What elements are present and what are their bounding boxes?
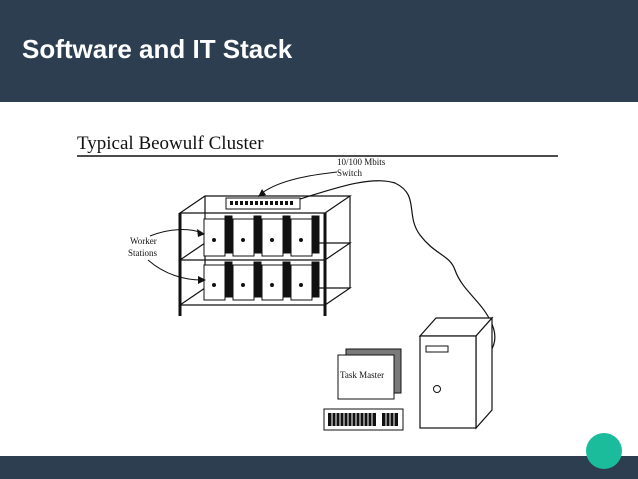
worker-tower <box>203 215 233 257</box>
worker-row-lower <box>203 261 320 301</box>
task-master-label: Task Master <box>340 370 384 380</box>
task-master-tower <box>418 316 494 430</box>
switch-label: 10/100 Mbits <box>337 157 386 167</box>
worker-row-upper <box>203 215 320 257</box>
worker-tower <box>261 261 291 301</box>
worker-tower <box>290 261 320 301</box>
worker-tower <box>290 215 320 257</box>
worker-label: Worker <box>130 236 157 246</box>
worker-tower <box>232 215 262 257</box>
switch-arrowhead <box>258 189 266 197</box>
slide-footer <box>0 456 638 479</box>
worker-arrowhead-lower <box>198 276 206 284</box>
worker-label-2: Stations <box>128 248 158 258</box>
diagram-title: Typical Beowulf Cluster <box>77 133 264 154</box>
slide-title: Software and IT Stack <box>22 34 293 64</box>
keyboard <box>323 408 404 431</box>
beowulf-cluster-diagram: Typical Beowulf Cluster 10/100 Mbits Swi… <box>77 133 558 431</box>
worker-arrow-lower <box>147 259 203 281</box>
worker-tower <box>232 261 262 301</box>
network-switch <box>225 197 301 210</box>
switch-label-2: Switch <box>337 168 363 178</box>
accent-circle-button[interactable] <box>586 433 622 469</box>
worker-tower <box>203 261 233 301</box>
worker-tower <box>261 215 291 257</box>
switch-arrow <box>261 171 338 194</box>
worker-arrow-upper <box>149 229 203 237</box>
worker-arrowhead-upper <box>197 229 205 237</box>
task-master-monitor: Task Master <box>337 348 402 400</box>
slide-header: Software and IT Stack <box>0 0 638 102</box>
